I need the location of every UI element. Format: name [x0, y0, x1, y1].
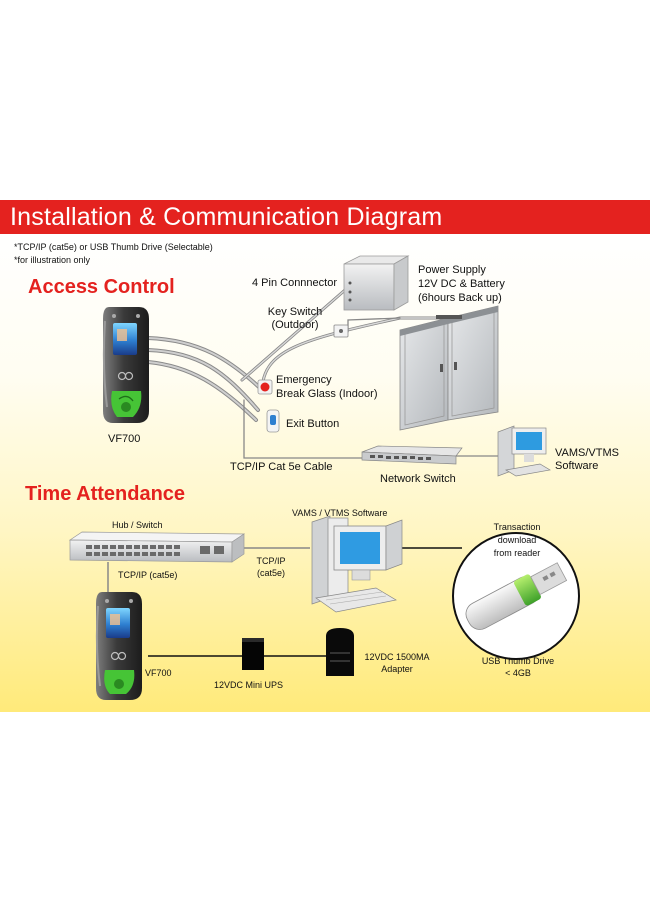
label-connector: 4 Pin Connnector: [252, 277, 337, 289]
label-emergency-2: Break Glass (Indoor): [276, 388, 378, 400]
title-banner: [0, 200, 650, 234]
access-control-cables: [146, 288, 511, 459]
label-tcpip-cable: TCP/IP Cat 5e Cable: [230, 461, 333, 473]
label-hub-switch: Hub / Switch: [112, 520, 163, 530]
label-mini-ups: 12VDC Mini UPS: [214, 680, 284, 690]
power-supply-box: [343, 255, 410, 311]
vf700-time-device: [95, 592, 142, 700]
label-adapter-1: 12VDC 1500MA: [364, 652, 430, 662]
label-emergency-1: Emergency: [276, 374, 332, 386]
label-power-supply-1: Power Supply: [418, 264, 486, 276]
label-key-switch-1: Key Switch: [267, 306, 323, 318]
pc-time-attendance: [311, 515, 403, 613]
exit-button-device: [266, 409, 280, 433]
heading-time-attendance: Time Attendance: [25, 483, 186, 505]
label-power-supply-3: (6hours Back up): [418, 292, 502, 304]
label-software-time: VAMS / VTMS Software: [292, 508, 388, 518]
time-attendance-cables: [107, 547, 462, 657]
label-tcpip-mid-2: (cat5e): [256, 568, 285, 578]
label-transaction-3: from reader: [493, 548, 541, 558]
hub-switch-device: [68, 531, 246, 563]
note-illustration: *for illustration only: [14, 255, 91, 265]
label-key-switch-2: (Outdoor): [271, 319, 319, 331]
label-vf700-time: VF700: [145, 668, 172, 678]
label-transaction-2: download: [497, 535, 537, 545]
label-usb-2: < 4GB: [505, 668, 531, 678]
label-tcpip-left: TCP/IP (cat5e): [118, 570, 178, 580]
emergency-break-glass: [257, 379, 273, 395]
label-software-access-2: Software: [555, 460, 599, 472]
label-network-switch: Network Switch: [380, 473, 456, 485]
note-connection: *TCP/IP (cat5e) or USB Thumb Drive (Sele…: [14, 242, 213, 252]
heading-access-control: Access Control: [28, 276, 175, 298]
label-vf700-access: VF700: [108, 433, 141, 445]
label-exit-button: Exit Button: [286, 418, 340, 430]
label-tcpip-mid-1: TCP/IP: [256, 556, 286, 566]
label-adapter-2: Adapter: [381, 664, 413, 674]
vf700-access-device: [102, 307, 149, 423]
mini-ups: [242, 638, 264, 670]
usb-thumb-drive: [452, 532, 580, 660]
power-adapter: [326, 628, 354, 676]
pc-access: [497, 425, 551, 477]
key-switch: [333, 324, 349, 338]
label-usb-1: USB Thumb Drive: [481, 656, 555, 666]
label-software-access-1: VAMS/VTMS: [555, 447, 619, 459]
label-transaction-1: Transaction: [493, 522, 541, 532]
diagram-title: Installation & Communication Diagram: [10, 203, 443, 231]
network-switch-access: [361, 445, 463, 465]
label-power-supply-2: 12V DC & Battery: [418, 278, 505, 290]
double-door: [399, 305, 499, 431]
